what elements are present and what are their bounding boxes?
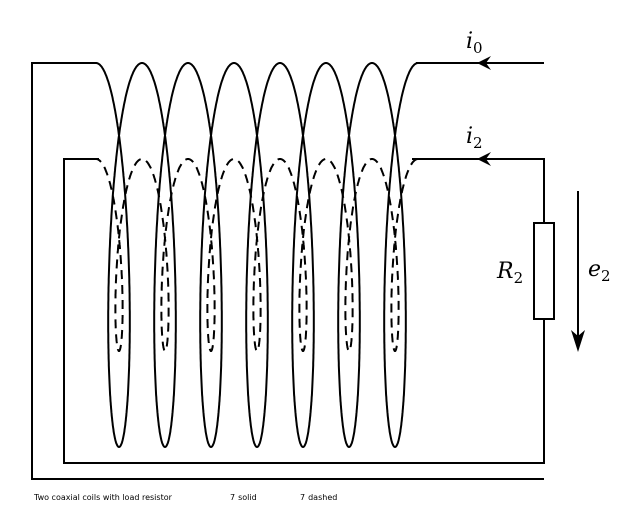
label-e2: e2 (588, 257, 611, 285)
current-arrow-i2 (477, 152, 491, 166)
label-i0: i0 (466, 29, 483, 57)
secondary-coil (96, 158, 418, 352)
primary-wire (31, 62, 544, 480)
resistor-r2 (533, 222, 555, 320)
arrowhead-e2 (571, 330, 585, 352)
current-arrow-i0 (477, 56, 491, 70)
primary-coil (96, 62, 418, 448)
secondary-output-wire (412, 158, 545, 223)
secondary-wire (63, 158, 545, 464)
diagram-title: Two coaxial coils with load resistor (33, 493, 173, 502)
label-i2: i2 (466, 124, 483, 152)
label-r2: R2 (496, 259, 523, 287)
